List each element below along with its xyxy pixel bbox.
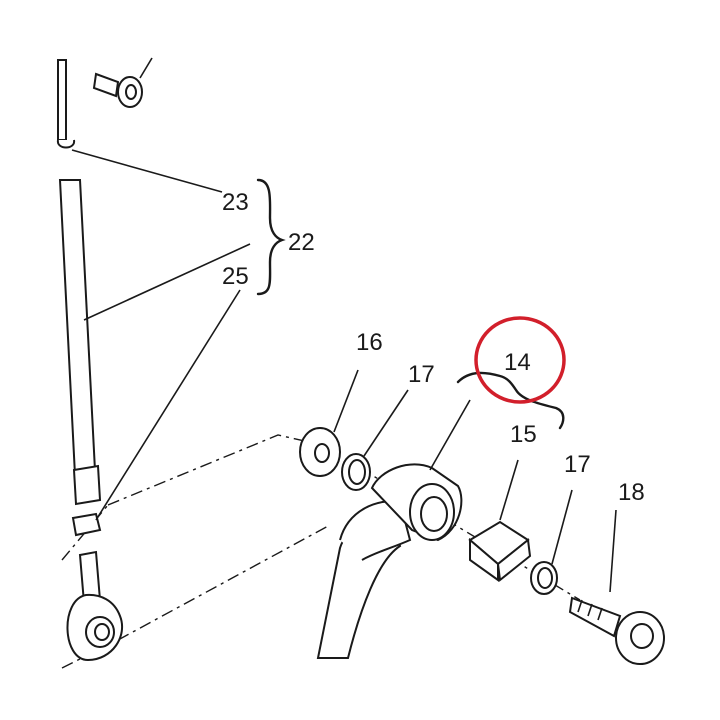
callout-16: 16: [356, 329, 383, 356]
callout-17-right: 17: [564, 451, 591, 478]
bushing-15: [468, 459, 532, 582]
leader-lines-left: [71, 149, 251, 521]
brace-22: [256, 178, 286, 296]
oring-17-left: [341, 389, 409, 491]
callout-18: 18: [618, 479, 645, 506]
adjuster-rod: [56, 59, 123, 662]
callout-17-left: 17: [408, 361, 435, 388]
callout-22: 22: [288, 229, 315, 256]
brace-14: [456, 371, 565, 430]
lever-arm: [316, 399, 471, 659]
callout-14: 14: [504, 349, 531, 376]
highlight-circle: [474, 316, 566, 404]
callout-15: 15: [510, 421, 537, 448]
callout-23: 23: [222, 189, 249, 216]
washer-16: [299, 369, 359, 477]
oring-17-right: [530, 489, 573, 595]
pivot-bolt-18: [568, 509, 665, 665]
top-screw: [92, 57, 153, 108]
callout-25: 25: [222, 263, 249, 290]
